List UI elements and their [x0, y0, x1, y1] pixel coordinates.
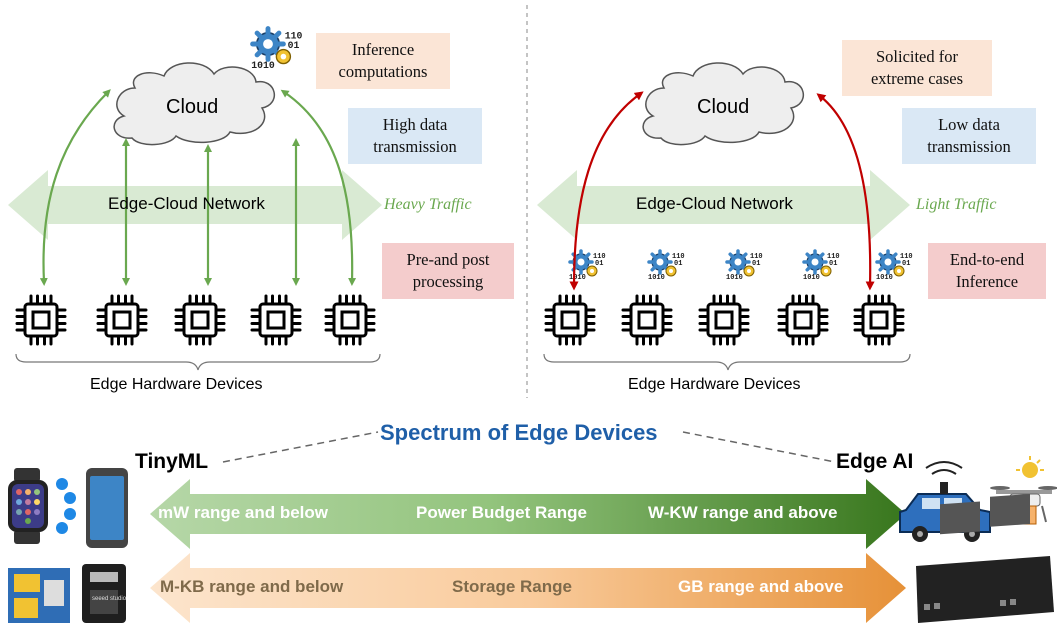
right-network-label: Edge-Cloud Network [636, 194, 793, 213]
right-note-inference-line1: End-to-end [949, 250, 1025, 269]
tinyml-label: TinyML [135, 450, 209, 473]
right-cloud [642, 62, 805, 146]
storage-right-label: GB range and above [678, 577, 844, 596]
left-cloud-label: Cloud [166, 96, 219, 118]
left-note-processing-line2: processing [412, 272, 484, 291]
spectrum-dashes [222, 431, 836, 463]
left-brace [15, 353, 381, 371]
right-note-solicited-line2: extreme cases [870, 69, 964, 88]
right-devices-label: Edge Hardware Devices [628, 376, 801, 393]
right-note-transmission-line2: transmission [927, 137, 1011, 156]
right-cloud-label: Cloud [697, 96, 750, 118]
power-right-label: W-KW range and above [648, 503, 838, 522]
left-note-inference: Inference computations [316, 33, 450, 89]
svg-text:seeed studio: seeed studio [92, 596, 127, 602]
right-brace [543, 353, 911, 371]
right-note-solicited: Solicited for extreme cases [842, 40, 992, 96]
left-arrows [39, 89, 357, 286]
right-note-solicited-line1: Solicited for [875, 47, 958, 66]
left-note-transmission-line1: High data [382, 115, 448, 134]
storage-center-label: Storage Range [452, 577, 572, 596]
left-note-inference-line1: Inference [351, 40, 415, 59]
storage-left-label: M-KB range and below [160, 577, 344, 596]
right-note-transmission: Low data transmission [902, 108, 1036, 164]
right-note-inference-line2: Inference [955, 272, 1019, 291]
smartwatch-icon [8, 468, 76, 544]
left-network-label: Edge-Cloud Network [108, 194, 265, 213]
power-bar [150, 479, 906, 549]
gpu-board-icon [916, 493, 1054, 623]
power-left-label: mW range and below [158, 503, 329, 522]
spectrum-title: Spectrum of Edge Devices [380, 420, 658, 445]
left-devices-label: Edge Hardware Devices [90, 376, 263, 393]
left-note-transmission-line2: transmission [373, 137, 457, 156]
left-note-inference-line2: computations [338, 62, 428, 81]
power-center-label: Power Budget Range [416, 503, 587, 522]
left-note-processing-line1: Pre-and post [406, 250, 490, 269]
left-cloud [113, 62, 276, 146]
right-traffic-label: Light Traffic [916, 196, 997, 213]
microcontroller-board-icon: seeed studio [8, 564, 127, 623]
smartphone-icon [86, 468, 128, 548]
right-gear-icons [567, 249, 915, 284]
right-chips [544, 294, 905, 346]
storage-bar [150, 553, 906, 623]
left-note-transmission: High data transmission [348, 108, 482, 164]
left-gear-icon [251, 29, 302, 71]
left-chips [15, 294, 376, 346]
right-note-transmission-line1: Low data [938, 115, 1000, 134]
edgeai-label: Edge AI [836, 450, 914, 473]
left-traffic-label: Heavy Traffic [384, 196, 472, 213]
left-note-processing: Pre-and post processing [382, 243, 514, 299]
right-arrows [569, 91, 875, 291]
